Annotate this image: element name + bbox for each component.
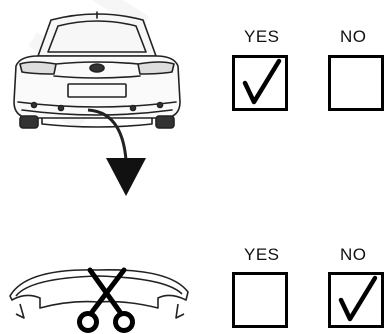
- yes-label: YES: [244, 245, 280, 265]
- no-label: NO: [340, 245, 367, 265]
- no-checkbox[interactable]: [328, 55, 384, 111]
- yes-checkbox[interactable]: [232, 272, 288, 328]
- curved-arrow-down-icon: [82, 104, 162, 200]
- yes-checkbox[interactable]: [232, 55, 288, 111]
- no-label: NO: [340, 27, 367, 47]
- yes-label: YES: [244, 27, 280, 47]
- scissors-icon: [74, 266, 138, 334]
- check-mark-icon: [331, 275, 381, 325]
- check-mark-icon: [235, 58, 285, 108]
- no-checkbox[interactable]: [328, 272, 384, 328]
